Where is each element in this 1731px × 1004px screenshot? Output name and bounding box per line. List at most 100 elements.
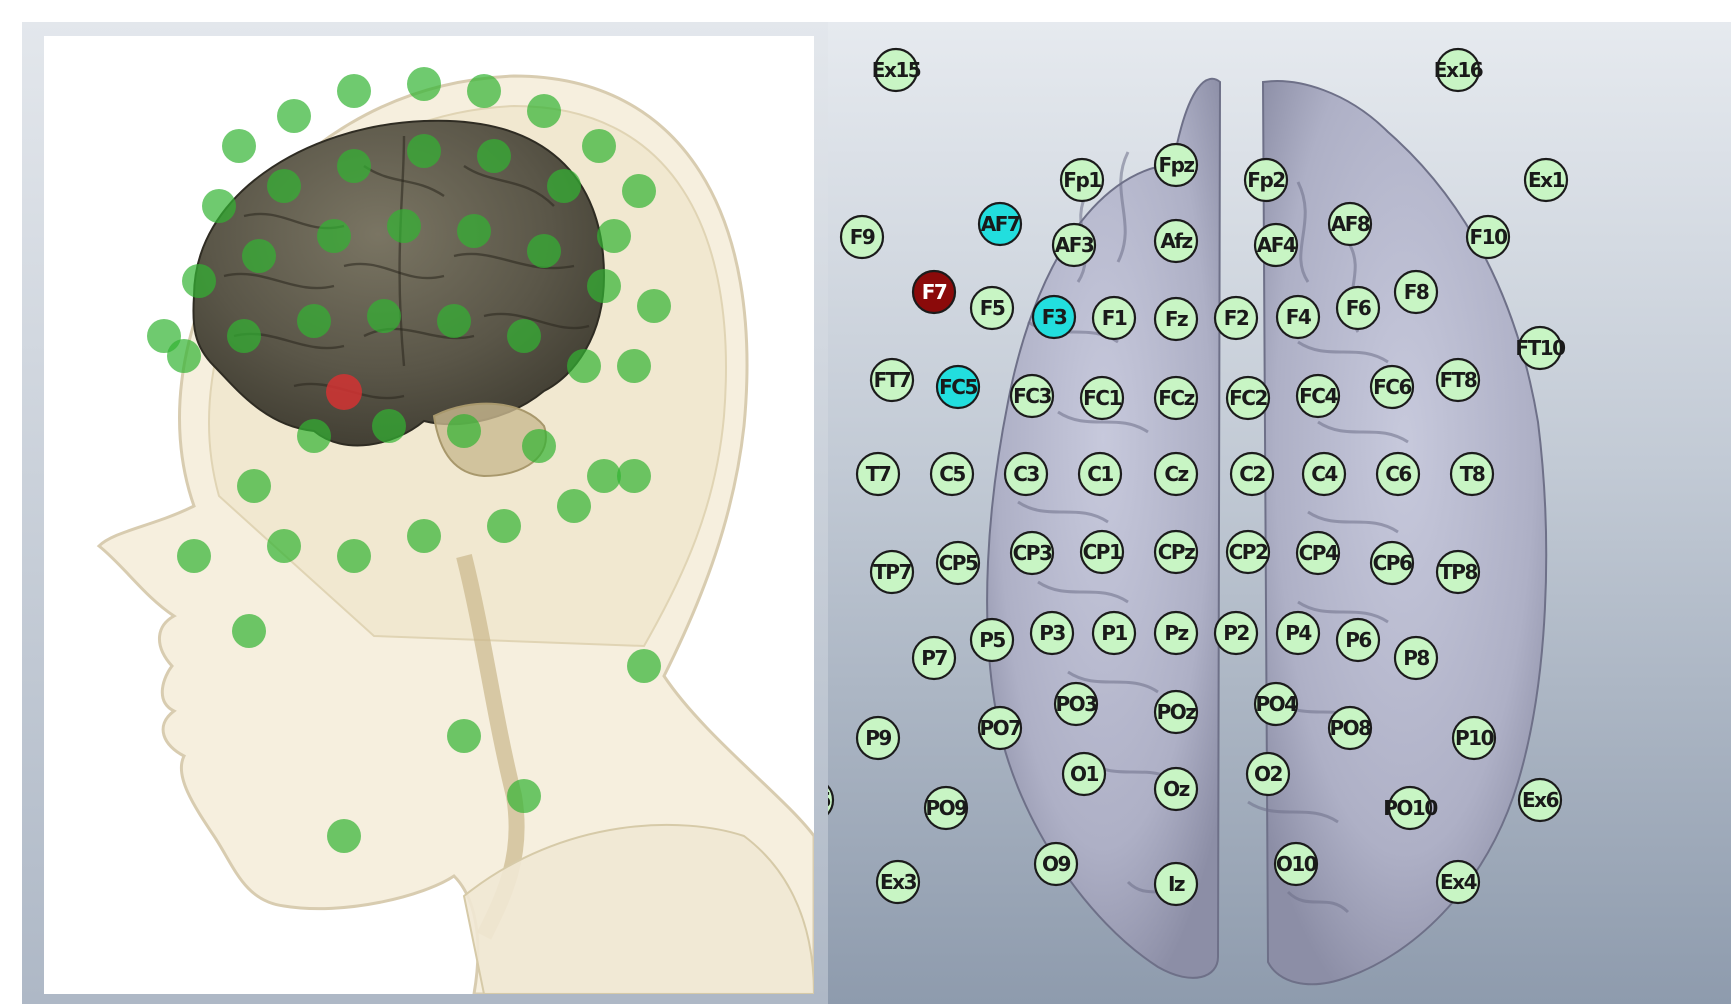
head-electrode-dot[interactable] [337, 539, 371, 573]
electrode-t8[interactable]: T8 [1451, 453, 1493, 495]
electrode-af4[interactable]: AF4 [1255, 224, 1297, 266]
head-electrode-dot[interactable] [527, 234, 561, 268]
electrode-fc5[interactable]: FC5 [937, 366, 979, 408]
electrode-fcz[interactable]: FCz [1155, 377, 1197, 419]
electrode-p4[interactable]: P4 [1277, 612, 1319, 654]
electrode-ft8[interactable]: FT8 [1437, 359, 1479, 401]
head-electrode-dot[interactable] [407, 134, 441, 168]
head-electrode-dot[interactable] [242, 239, 276, 273]
electrode-fc2[interactable]: FC2 [1227, 377, 1269, 419]
electrode-fp1[interactable]: Fp1 [1061, 159, 1103, 201]
electrode-p7[interactable]: P7 [913, 637, 955, 679]
electrode-fc6[interactable]: FC6 [1371, 366, 1413, 408]
electrode-ex16[interactable]: Ex16 [1434, 49, 1483, 91]
electrode-f10[interactable]: F10 [1467, 216, 1509, 258]
electrode-poz[interactable]: POz [1155, 691, 1197, 733]
electrode-p1[interactable]: P1 [1093, 612, 1135, 654]
head-electrode-selected-dot[interactable] [326, 374, 362, 410]
electrode-af3[interactable]: AF3 [1053, 224, 1095, 266]
head-electrode-dot[interactable] [327, 819, 361, 853]
head-electrode-dot[interactable] [477, 139, 511, 173]
head-electrode-dot[interactable] [337, 149, 371, 183]
head-electrode-dot[interactable] [147, 319, 181, 353]
head-electrode-dot[interactable] [407, 67, 441, 101]
head-electrode-dot[interactable] [277, 99, 311, 133]
electrode-c6[interactable]: C6 [1377, 453, 1419, 495]
head-electrode-dot[interactable] [182, 264, 216, 298]
head-electrode-dot[interactable] [587, 459, 621, 493]
head-electrode-dot[interactable] [457, 214, 491, 248]
head-electrode-dot[interactable] [267, 529, 301, 563]
electrode-po4[interactable]: PO4 [1255, 683, 1297, 725]
head-electrode-dot[interactable] [547, 169, 581, 203]
electrode-ex3[interactable]: Ex3 [877, 861, 919, 903]
electrode-p9[interactable]: P9 [857, 717, 899, 759]
head-electrode-dot[interactable] [447, 719, 481, 753]
head-electrode-dot[interactable] [637, 289, 671, 323]
head-electrode-dot[interactable] [337, 74, 371, 108]
head-electrode-dot[interactable] [617, 459, 651, 493]
electrode-o1[interactable]: O1 [1063, 753, 1105, 795]
electrode-f3[interactable]: F3 [1033, 296, 1075, 338]
electrode-o9[interactable]: O9 [1035, 843, 1077, 885]
electrode-cp6[interactable]: CP6 [1371, 542, 1413, 584]
electrode-pz[interactable]: Pz [1155, 612, 1197, 654]
electrode-cp4[interactable]: CP4 [1297, 532, 1339, 574]
electrode-cp1[interactable]: CP1 [1081, 531, 1123, 573]
head-electrode-dot[interactable] [297, 304, 331, 338]
head-electrode-dot[interactable] [437, 304, 471, 338]
head-electrode-dot[interactable] [627, 649, 661, 683]
head-electrode-dot[interactable] [202, 189, 236, 223]
head-electrode-dot[interactable] [522, 429, 556, 463]
electrode-c5[interactable]: C5 [931, 453, 973, 495]
head-3d-view[interactable] [44, 36, 814, 994]
electrode-fp2[interactable]: Fp2 [1245, 159, 1287, 201]
electrode-po9[interactable]: PO9 [925, 787, 967, 829]
electrode-fz[interactable]: Fz [1155, 298, 1197, 340]
electrode-f4[interactable]: F4 [1277, 296, 1319, 338]
electrode-c2[interactable]: C2 [1231, 453, 1273, 495]
electrode-fpz[interactable]: Fpz [1155, 144, 1197, 186]
electrode-iz[interactable]: Iz [1155, 863, 1197, 905]
electrode-f1[interactable]: F1 [1093, 297, 1135, 339]
electrode-fc3[interactable]: FC3 [1011, 375, 1053, 417]
electrode-p10[interactable]: P10 [1453, 717, 1495, 759]
electrode-f7[interactable]: F7 [913, 271, 955, 313]
electrode-ex5[interactable]: Ex5 [828, 779, 833, 821]
electrode-fc4[interactable]: FC4 [1297, 375, 1339, 417]
electrode-f5[interactable]: F5 [971, 287, 1013, 329]
electrode-p2[interactable]: P2 [1215, 612, 1257, 654]
topographic-brain-view[interactable]: Ex15Ex16Ex13Ex1FpzFp1Fp2F9F10AF7AF3AfzAF… [828, 22, 1731, 1004]
electrode-f9[interactable]: F9 [841, 216, 883, 258]
electrode-p3[interactable]: P3 [1031, 612, 1073, 654]
electrode-ft7[interactable]: FT7 [871, 359, 913, 401]
electrode-po7[interactable]: PO7 [979, 707, 1021, 749]
electrode-c3[interactable]: C3 [1005, 453, 1047, 495]
electrode-cz[interactable]: Cz [1155, 453, 1197, 495]
head-electrode-dot[interactable] [587, 269, 621, 303]
head-electrode-dot[interactable] [297, 419, 331, 453]
electrode-af7[interactable]: AF7 [979, 203, 1021, 245]
electrode-ex4[interactable]: Ex4 [1437, 861, 1479, 903]
head-electrode-dot[interactable] [467, 74, 501, 108]
head-electrode-dot[interactable] [407, 519, 441, 553]
electrode-o2[interactable]: O2 [1247, 753, 1289, 795]
head-electrode-dot[interactable] [622, 174, 656, 208]
head-electrode-dot[interactable] [237, 469, 271, 503]
electrode-f6[interactable]: F6 [1337, 287, 1379, 329]
electrode-af8[interactable]: AF8 [1329, 203, 1371, 245]
electrode-c4[interactable]: C4 [1303, 453, 1345, 495]
electrode-p5[interactable]: P5 [971, 619, 1013, 661]
electrode-fc1[interactable]: FC1 [1081, 377, 1123, 419]
electrode-ex6[interactable]: Ex6 [1519, 779, 1561, 821]
head-electrode-dot[interactable] [527, 94, 561, 128]
head-electrode-dot[interactable] [582, 129, 616, 163]
electrode-tp8[interactable]: TP8 [1437, 551, 1479, 593]
electrode-oz[interactable]: Oz [1155, 768, 1197, 810]
head-electrode-dot[interactable] [267, 169, 301, 203]
head-electrode-dot[interactable] [507, 779, 541, 813]
electrode-o10[interactable]: O10 [1275, 843, 1317, 885]
electrode-po3[interactable]: PO3 [1055, 683, 1097, 725]
electrode-p6[interactable]: P6 [1337, 619, 1379, 661]
electrode-cp2[interactable]: CP2 [1227, 531, 1269, 573]
